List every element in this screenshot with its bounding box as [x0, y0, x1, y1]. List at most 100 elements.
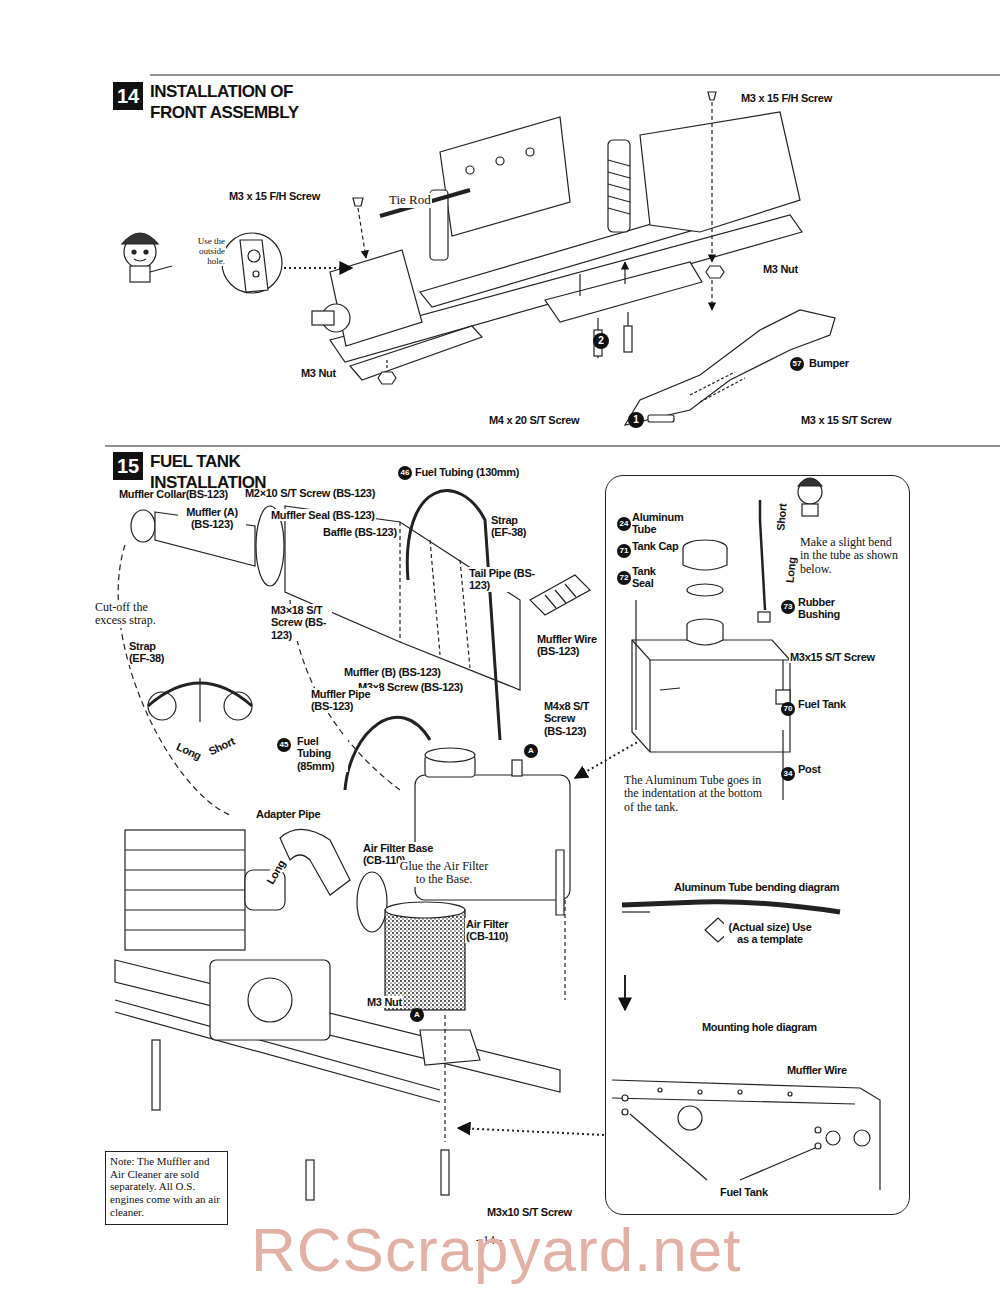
part-label: Muffler Pipe (BS-123)	[310, 688, 380, 713]
fuel-tank-drawing-part	[545, 584, 576, 608]
front-assembly-drawing-part	[312, 311, 334, 325]
front-assembly-drawing-part	[358, 208, 366, 258]
mascot-figure-part	[150, 266, 172, 272]
part-label: Tie Rod	[388, 193, 432, 208]
panel-drawing-part	[624, 975, 626, 1010]
part-label: Aluminum Tube	[631, 511, 691, 536]
front-assembly-drawing-part	[608, 160, 630, 214]
note-text: Note: The Muffler and Air Cleaner are so…	[110, 1155, 223, 1218]
front-assembly-drawing-part	[240, 240, 268, 292]
note-text: The Aluminum Tube goes in the indentatio…	[623, 774, 773, 814]
front-assembly-drawing-part	[706, 266, 724, 278]
part-label: Muffler (A) (BS-123)	[178, 506, 246, 531]
panel-drawing-part	[678, 1106, 702, 1130]
panel-drawing-part	[622, 1095, 628, 1101]
part-label: Rubber Bushing	[797, 596, 857, 621]
panel-drawing-part	[798, 478, 822, 486]
part-label: Tank Seal	[631, 565, 667, 590]
fuel-tank-drawing-part	[420, 1030, 480, 1065]
fuel-tank-drawing-part	[280, 829, 350, 895]
fuel-tank-drawing-part	[115, 960, 560, 1092]
callout-number: 34	[781, 767, 795, 781]
fuel-tank-drawing-part	[575, 735, 650, 778]
front-assembly-drawing-part	[708, 92, 716, 100]
front-assembly-drawing-part	[386, 360, 387, 370]
front-assembly-drawing-part	[330, 215, 802, 362]
part-label: M3x15 S/T Screw	[789, 651, 876, 663]
part-label: Bumper	[808, 357, 850, 369]
note-box: Note: The Muffler and Air Cleaner are so…	[105, 1151, 228, 1225]
panel-drawing-part	[758, 612, 770, 622]
part-label: M4 x 20 S/T Screw	[488, 414, 580, 426]
panel-drawing-part	[658, 1088, 662, 1092]
front-assembly-drawing-part	[330, 250, 422, 346]
front-assembly-drawing-part	[466, 166, 474, 174]
part-label: Strap (EF-38)	[490, 514, 538, 539]
part-label: M3 Nut	[762, 263, 799, 275]
panel-drawing-part	[632, 640, 790, 752]
section-number: 15	[113, 452, 143, 480]
part-label: Mounting hole diagram	[701, 1021, 818, 1033]
part-label: M3 Nut	[300, 367, 337, 379]
mascot-figure	[122, 233, 172, 282]
fuel-tank-drawing-part	[152, 1040, 160, 1110]
panel-drawing-part	[738, 1090, 742, 1094]
front-assembly-drawing-part	[284, 267, 352, 269]
fuel-tank-drawing-part	[458, 1128, 604, 1135]
fuel-tank-drawing-part	[385, 902, 465, 918]
rule-lines-part	[150, 74, 1000, 75]
fuel-tank-drawing-part	[564, 900, 565, 1000]
mascot-figure-part	[130, 266, 150, 282]
fuel-tank-drawing-part	[530, 575, 590, 615]
part-label: M3 x 15 F/H Screw	[740, 92, 833, 104]
part-label: Air Filter (CB-110)	[465, 918, 527, 943]
fuel-tank-drawing-part	[444, 1015, 445, 1142]
section-number-box: 14INSTALLATION OF FRONT ASSEMBLY	[113, 82, 143, 110]
part-label: Long	[784, 556, 799, 585]
mascot-figure-part	[132, 250, 136, 254]
part-label: Aluminum Tube bending diagram	[673, 881, 840, 893]
fuel-tank-drawing-part	[400, 522, 470, 668]
fuel-tank-drawing-part	[407, 491, 500, 740]
section-number-box: 15FUEL TANK INSTALLATION	[113, 452, 143, 480]
front-assembly-drawing	[222, 92, 835, 425]
front-assembly-drawing-part	[711, 102, 712, 262]
panel-drawing-part	[687, 584, 723, 596]
panel-drawing-part	[687, 625, 723, 645]
part-label: Muffler Seal (BS-123)	[270, 509, 376, 521]
part-label: Fuel Tank	[719, 1186, 769, 1198]
fuel-tank-drawing-part	[118, 545, 230, 815]
front-assembly-drawing-part	[350, 326, 482, 380]
callout-number: 57	[790, 357, 804, 371]
front-assembly-drawing-part	[222, 233, 282, 293]
callout-number: 45	[277, 738, 291, 752]
part-label: M3 x 15 F/H Screw	[228, 190, 321, 202]
panel-drawing-part	[612, 1080, 880, 1190]
part-label: Short	[206, 734, 238, 758]
part-label: Fuel Tank	[797, 698, 847, 710]
fuel-tank-drawing-part	[131, 510, 155, 542]
watermark: RCScrapyard.net	[250, 1215, 743, 1284]
callout-number: 71	[617, 544, 631, 558]
fuel-tank-drawing	[115, 491, 650, 1200]
front-assembly-drawing-part	[253, 271, 259, 277]
fuel-tank-drawing-part	[125, 830, 245, 950]
fuel-tank-drawing-part	[125, 850, 245, 930]
panel-drawing-part	[683, 548, 727, 570]
panel-drawing-part	[802, 504, 818, 516]
front-assembly-drawing-part	[608, 140, 630, 232]
part-label: M3 Nut	[366, 996, 403, 1008]
part-label: Tank Cap	[631, 540, 679, 552]
front-assembly-drawing-part	[378, 372, 396, 384]
panel-drawing-part	[622, 902, 840, 912]
front-assembly-drawing-part	[640, 112, 800, 232]
part-label: Long	[174, 740, 204, 763]
front-assembly-drawing-part	[625, 310, 835, 425]
callout-number: 73	[781, 600, 795, 614]
section-heading: INSTALLATION OF FRONT ASSEMBLY	[150, 81, 325, 124]
part-label: Short	[774, 502, 789, 532]
front-assembly-drawing-part	[580, 262, 625, 296]
part-label: Fuel Tubing (85mm)	[296, 735, 348, 772]
front-assembly-drawing-part	[526, 148, 534, 156]
panel-drawing-part	[760, 500, 765, 610]
